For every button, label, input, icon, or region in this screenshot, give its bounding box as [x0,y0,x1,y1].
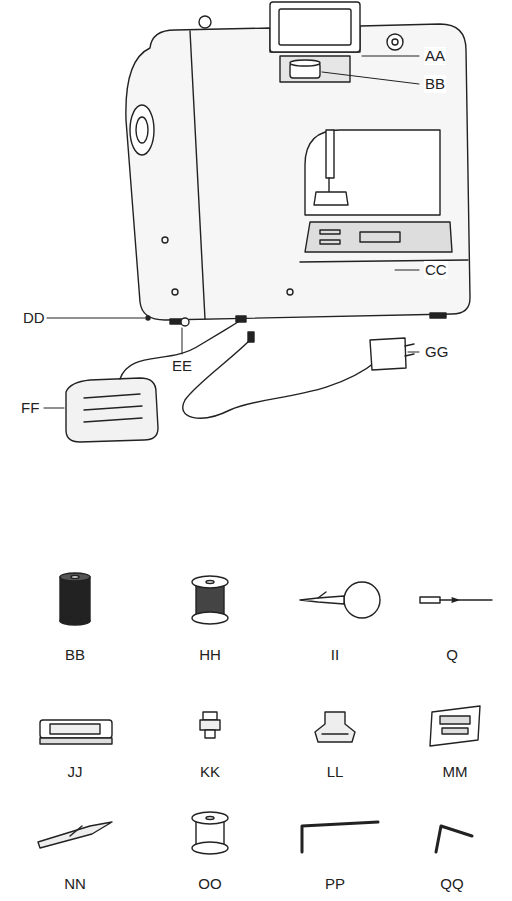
callout-label: MM [442,763,469,781]
callout-label: BB [424,75,446,93]
callout-label: QQ [439,875,464,893]
leader-lines [44,56,419,408]
callout-label: PP [324,875,346,893]
foot-pedal [66,316,414,442]
callout-label: BB [64,646,86,664]
callout-label: FF [20,399,40,417]
accessories [38,573,492,854]
callout-label: Q [445,646,459,664]
callout-label: KK [199,763,221,781]
callout-label: NN [63,875,87,893]
callout-label: HH [198,646,222,664]
callout-label: OO [197,875,222,893]
callout-label: CC [424,261,448,279]
callout-label: AA [424,47,446,65]
callout-label: DD [22,309,46,327]
callout-label: II [330,646,340,664]
sewing-machine [126,2,470,326]
callout-label: JJ [67,763,84,781]
callout-label: GG [424,343,449,361]
callout-label: LL [326,763,345,781]
callout-label: EE [171,357,193,375]
